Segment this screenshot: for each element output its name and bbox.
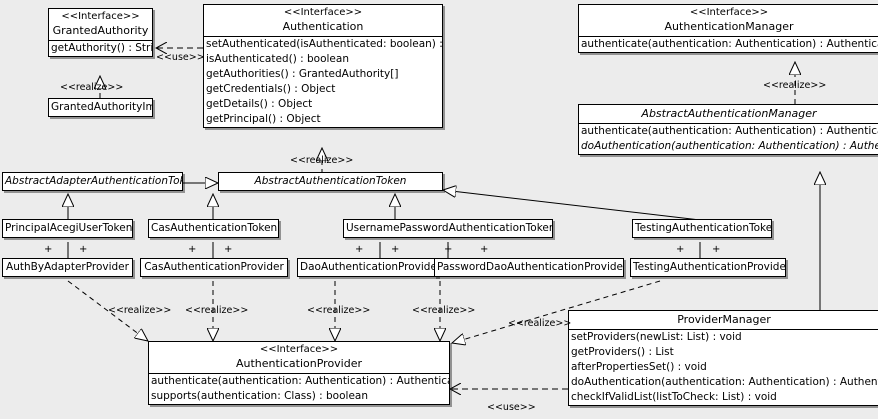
operation: getProviders() : List xyxy=(571,346,674,358)
operation: getDetails() : Object xyxy=(206,98,313,110)
multiplicity-marker: + xyxy=(188,244,197,255)
class-granted-authority-impl[interactable]: GrantedAuthorityImpl xyxy=(48,98,153,117)
operation: doAuthentication(authentication: Authent… xyxy=(581,140,878,152)
stereotype-label: <<Interface>> xyxy=(259,344,339,355)
multiplicity-marker: + xyxy=(444,244,453,255)
edge-label-realize-granted-authority-impl: <<realize>> xyxy=(60,82,124,93)
edge-label-use-provider-manager-authentication-provider: <<use>> xyxy=(487,402,536,413)
class-authentication-manager[interactable]: <<Interface>> AuthenticationManager auth… xyxy=(578,4,878,53)
stereotype-label: <<Interface>> xyxy=(61,11,140,22)
edge-label-realize-auth-by-adapter-provider: <<realize>> xyxy=(108,305,172,316)
edge-label-realize-abstract-authentication-token: <<realize>> xyxy=(290,155,354,166)
class-name: AbstractAuthenticationManager xyxy=(641,107,817,120)
operations-compartment: setProviders(newList: List) : void getPr… xyxy=(569,329,878,405)
edge-label-realize-abstract-authentication-manager: <<realize>> xyxy=(763,80,827,91)
edge-label-realize-testing-authentication-provider: <<realize>> xyxy=(508,318,572,329)
multiplicity-marker: + xyxy=(676,244,685,255)
operation: authenticate(authentication: Authenticat… xyxy=(581,125,878,137)
edge-label-realize-cas-authentication-provider: <<realize>> xyxy=(185,305,249,316)
operations-compartment: authenticate(authentication: Authenticat… xyxy=(579,36,878,52)
operations-compartment: setAuthenticated(isAuthenticated: boolea… xyxy=(204,36,442,127)
operation: setProviders(newList: List) : void xyxy=(571,331,742,343)
class-name: Authentication xyxy=(282,20,364,33)
class-header: <<Interface>> AuthenticationProvider xyxy=(149,342,449,373)
operations-compartment: authenticate(authentication: Authenticat… xyxy=(149,373,449,404)
multiplicity-marker: + xyxy=(224,244,233,255)
class-dao-authentication-provider[interactable]: DaoAuthenticationProvider xyxy=(297,258,438,277)
multiplicity-marker: + xyxy=(79,244,88,255)
class-name: ProviderManager xyxy=(677,313,771,326)
operation: getAuthority() : String xyxy=(51,42,152,54)
class-header: <<Interface>> GrantedAuthority xyxy=(49,9,152,40)
operations-compartment: getAuthority() : String xyxy=(49,40,152,56)
class-testing-authentication-token[interactable]: TestingAuthenticationToken xyxy=(632,219,772,238)
multiplicity-marker: + xyxy=(712,244,721,255)
edge-label-realize-password-dao-authentication-provider: <<realize>> xyxy=(412,305,476,316)
class-granted-authority[interactable]: <<Interface>> GrantedAuthority getAuthor… xyxy=(48,8,153,57)
edge-label-realize-dao-authentication-provider: <<realize>> xyxy=(307,305,371,316)
class-abstract-authentication-token[interactable]: AbstractAuthenticationToken xyxy=(218,172,443,191)
multiplicity-marker: + xyxy=(391,244,400,255)
class-abstract-adapter-authentication-token[interactable]: AbstractAdapterAuthenticationToken xyxy=(2,172,183,191)
multiplicity-marker: + xyxy=(44,244,53,255)
operation: doAuthentication(authentication: Authent… xyxy=(571,376,878,388)
class-testing-authentication-provider[interactable]: TestingAuthenticationProvider xyxy=(630,258,786,277)
operation: supports(authentication: Class) : boolea… xyxy=(151,390,368,402)
class-auth-by-adapter-provider[interactable]: AuthByAdapterProvider xyxy=(2,258,133,277)
class-password-dao-authentication-provider[interactable]: PasswordDaoAuthenticationProvider xyxy=(434,258,624,277)
operation: authenticate(authentication: Authenticat… xyxy=(581,38,878,50)
multiplicity-marker: + xyxy=(355,244,364,255)
class-name: GrantedAuthority xyxy=(52,24,149,37)
operation: isAuthenticated() : boolean xyxy=(206,53,349,65)
class-header: ProviderManager xyxy=(569,311,878,329)
class-name: AuthenticationProvider xyxy=(235,357,363,370)
operation: getAuthorities() : GrantedAuthority[] xyxy=(206,68,399,80)
class-principal-acegi-user-token[interactable]: PrincipalAcegiUserToken xyxy=(2,219,133,238)
edge-label-use-authentication-granted-authority: <<use>> xyxy=(156,52,205,63)
class-authentication[interactable]: <<Interface>> Authentication setAuthenti… xyxy=(203,4,443,128)
stereotype-label: <<Interface>> xyxy=(689,7,769,18)
class-abstract-authentication-manager[interactable]: AbstractAuthenticationManager authentica… xyxy=(578,104,878,155)
multiplicity-marker: + xyxy=(480,244,489,255)
operation: getPrincipal() : Object xyxy=(206,113,321,125)
class-username-password-authentication-token[interactable]: UsernamePasswordAuthenticationToken xyxy=(343,219,553,238)
class-provider-manager[interactable]: ProviderManager setProviders(newList: Li… xyxy=(568,310,878,406)
class-header: AbstractAuthenticationManager xyxy=(579,105,878,123)
operation: afterPropertiesSet() : void xyxy=(571,361,707,373)
stereotype-label: <<Interface>> xyxy=(283,7,363,18)
class-name: AuthenticationManager xyxy=(664,20,794,33)
operation: checkIfValidList(listToCheck: List) : vo… xyxy=(571,391,777,403)
class-header: <<Interface>> Authentication xyxy=(204,5,442,36)
operation: setAuthenticated(isAuthenticated: boolea… xyxy=(206,38,442,50)
operation: authenticate(authentication: Authenticat… xyxy=(151,375,449,387)
class-cas-authentication-provider[interactable]: CasAuthenticationProvider xyxy=(140,258,288,277)
class-header: <<Interface>> AuthenticationManager xyxy=(579,5,878,36)
operations-compartment: authenticate(authentication: Authenticat… xyxy=(579,123,878,154)
operation: getCredentials() : Object xyxy=(206,83,336,95)
class-cas-authentication-token[interactable]: CasAuthenticationToken xyxy=(148,219,279,238)
class-authentication-provider[interactable]: <<Interface>> AuthenticationProvider aut… xyxy=(148,341,450,405)
